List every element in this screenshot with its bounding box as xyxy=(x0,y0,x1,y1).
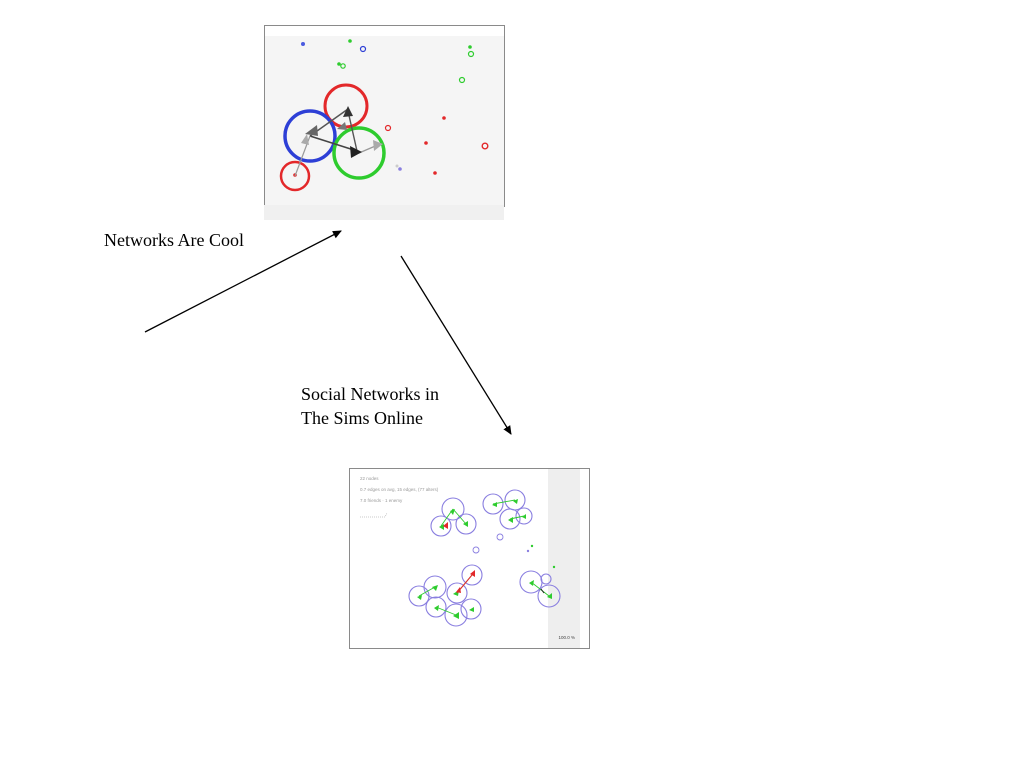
node-small xyxy=(458,76,466,84)
caption-social-networks: Social Networks in The Sims Online xyxy=(301,382,439,430)
node-small xyxy=(424,141,428,145)
arrowhead xyxy=(373,140,383,151)
sims-network-screenshot: 22 nodes 0.7 edges on avg, 15 edges, (77… xyxy=(349,468,590,649)
node-small xyxy=(481,142,489,150)
node-small xyxy=(359,45,367,53)
stat-friends: 7.0 friends · 1 enemy xyxy=(360,498,403,503)
node-small xyxy=(496,533,504,541)
node-green-large xyxy=(332,126,386,180)
cluster-bottom-left xyxy=(408,564,483,627)
node-small xyxy=(552,565,556,569)
node-blue-large xyxy=(283,109,337,163)
screenshot-bottom-strip xyxy=(264,205,504,220)
edge-dark xyxy=(540,588,545,594)
red-arrows xyxy=(443,522,475,593)
node-small xyxy=(468,45,472,49)
caption-networks-are-cool: Networks Are Cool xyxy=(104,230,244,250)
caption-line: The Sims Online xyxy=(301,408,423,428)
arrow-to-sims xyxy=(400,255,512,435)
side-panel xyxy=(548,469,580,648)
mini-graph xyxy=(360,512,388,518)
edges xyxy=(418,499,550,616)
zoom-level: 100.0 % xyxy=(558,635,575,640)
arrow-to-network xyxy=(144,230,342,333)
node-small xyxy=(348,39,352,43)
node-small xyxy=(472,546,480,554)
arrowhead xyxy=(337,122,347,130)
node-small xyxy=(337,62,341,66)
node-small xyxy=(340,63,346,69)
edge-red xyxy=(456,574,473,594)
network-diagram xyxy=(265,26,504,206)
sims-network-diagram xyxy=(360,489,561,627)
node-small xyxy=(526,549,530,553)
cluster-top-right xyxy=(482,489,533,530)
arrowhead xyxy=(305,125,318,136)
cluster-bottom-right xyxy=(519,570,561,608)
node-red-small xyxy=(279,160,311,192)
edge xyxy=(347,110,358,152)
stat-nodes: 22 nodes xyxy=(360,476,379,481)
caption-line: Social Networks in xyxy=(301,384,439,404)
node-small xyxy=(442,116,446,120)
node-small xyxy=(395,164,399,168)
edge xyxy=(309,135,358,152)
cluster-top-left xyxy=(430,497,477,537)
node-small xyxy=(467,50,475,58)
node-small xyxy=(384,124,392,132)
node-small xyxy=(398,167,402,171)
arrowhead xyxy=(301,134,309,145)
arrowhead xyxy=(350,146,362,158)
arrowhead xyxy=(343,106,353,117)
node-small xyxy=(433,171,437,175)
stat-edges: 0.7 edges on avg, 15 edges, (77 alters) xyxy=(360,487,439,492)
node-small xyxy=(301,42,305,46)
node-small xyxy=(530,544,534,548)
network-screenshot xyxy=(264,25,505,207)
